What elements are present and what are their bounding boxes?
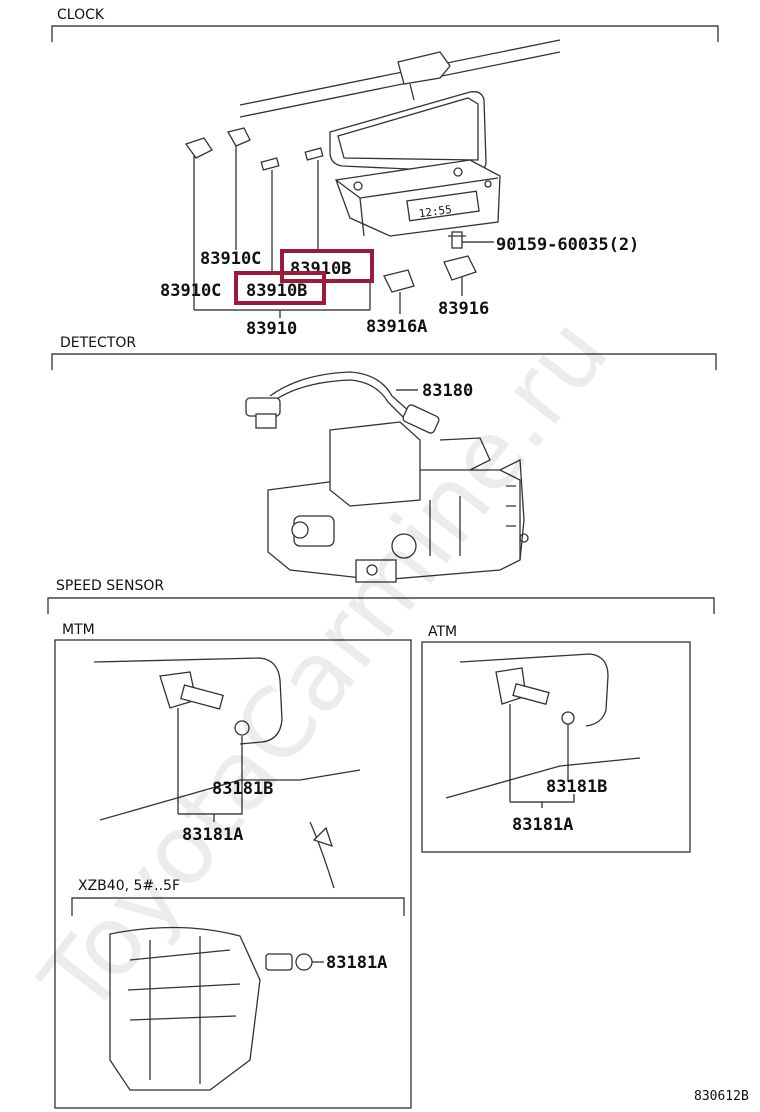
mtm-part-label-83181B: 83181B (212, 779, 273, 799)
clock-display-readout: 12:55 (418, 203, 453, 220)
atm-part-label-83181B: 83181B (546, 777, 607, 797)
detector-section: DETECTOR 83180 (51, 335, 717, 583)
part-label-90159-60035: 90159-60035(2) (496, 235, 639, 255)
highlight-box-83910B-upper[interactable] (280, 249, 374, 283)
xzb-part-label-83181A: 83181A (326, 953, 387, 973)
mtm-panel: MTM 83181B 83181A XZB40, 5#. (54, 622, 412, 1109)
section-title-xzb: XZB40, 5#..5F (78, 878, 180, 894)
watermark: ToyotaCarmine.ru (19, 297, 630, 1035)
highlight-box-83910B-lower[interactable] (234, 271, 326, 305)
part-label-83910C-upper: 83910C (200, 249, 261, 269)
section-title-mtm: MTM (62, 622, 95, 638)
part-label-83916A: 83916A (366, 317, 427, 337)
mtm-part-label-83181A: 83181A (182, 825, 243, 845)
roof-line-drawing (239, 39, 561, 118)
injection-pump-drawing (267, 421, 529, 583)
detector-section-bracket (51, 353, 717, 370)
speed-sensor-section: SPEED SENSOR MTM 83181B 83181 (47, 578, 715, 1109)
part-label-83910: 83910 (246, 319, 297, 339)
section-title-clock: CLOCK (57, 7, 105, 23)
part-label-83910C-lower: 83910C (160, 281, 221, 301)
atm-leader-lines (509, 704, 575, 808)
mtm-transmission-drawing (93, 657, 361, 889)
socket-bulb-drawing (184, 127, 324, 171)
xzb-bracket (71, 897, 405, 916)
part-label-83180: 83180 (422, 381, 473, 401)
screw-clip-drawing (383, 231, 477, 293)
clock-leader-lines (193, 146, 494, 318)
detector-harness-drawing (245, 371, 440, 434)
section-title-detector: DETECTOR (60, 335, 136, 351)
xzb-transmission-drawing (109, 926, 324, 1091)
speed-sensor-section-bracket (47, 597, 715, 614)
part-label-83910B-upper[interactable]: 83910B (290, 259, 351, 279)
clock-section-bracket (51, 25, 719, 42)
clock-housing-drawing: 12:55 (329, 91, 501, 237)
part-label-83916: 83916 (438, 299, 489, 319)
xzb-subpanel: XZB40, 5#..5F 83181A (71, 878, 405, 1091)
section-title-speed-sensor: SPEED SENSOR (56, 578, 164, 594)
mtm-frame (54, 639, 412, 1109)
clock-section: CLOCK 12:55 (51, 7, 719, 339)
atm-transmission-drawing (445, 653, 641, 799)
atm-frame (421, 641, 691, 853)
atm-part-label-83181A: 83181A (512, 815, 573, 835)
section-title-atm: ATM (428, 624, 457, 640)
mtm-leader-lines (177, 708, 243, 822)
atm-panel: ATM 83181B 83181A (421, 624, 691, 853)
part-label-83910B-lower[interactable]: 83910B (246, 281, 307, 301)
diagram-code: 830612B (694, 1089, 749, 1104)
